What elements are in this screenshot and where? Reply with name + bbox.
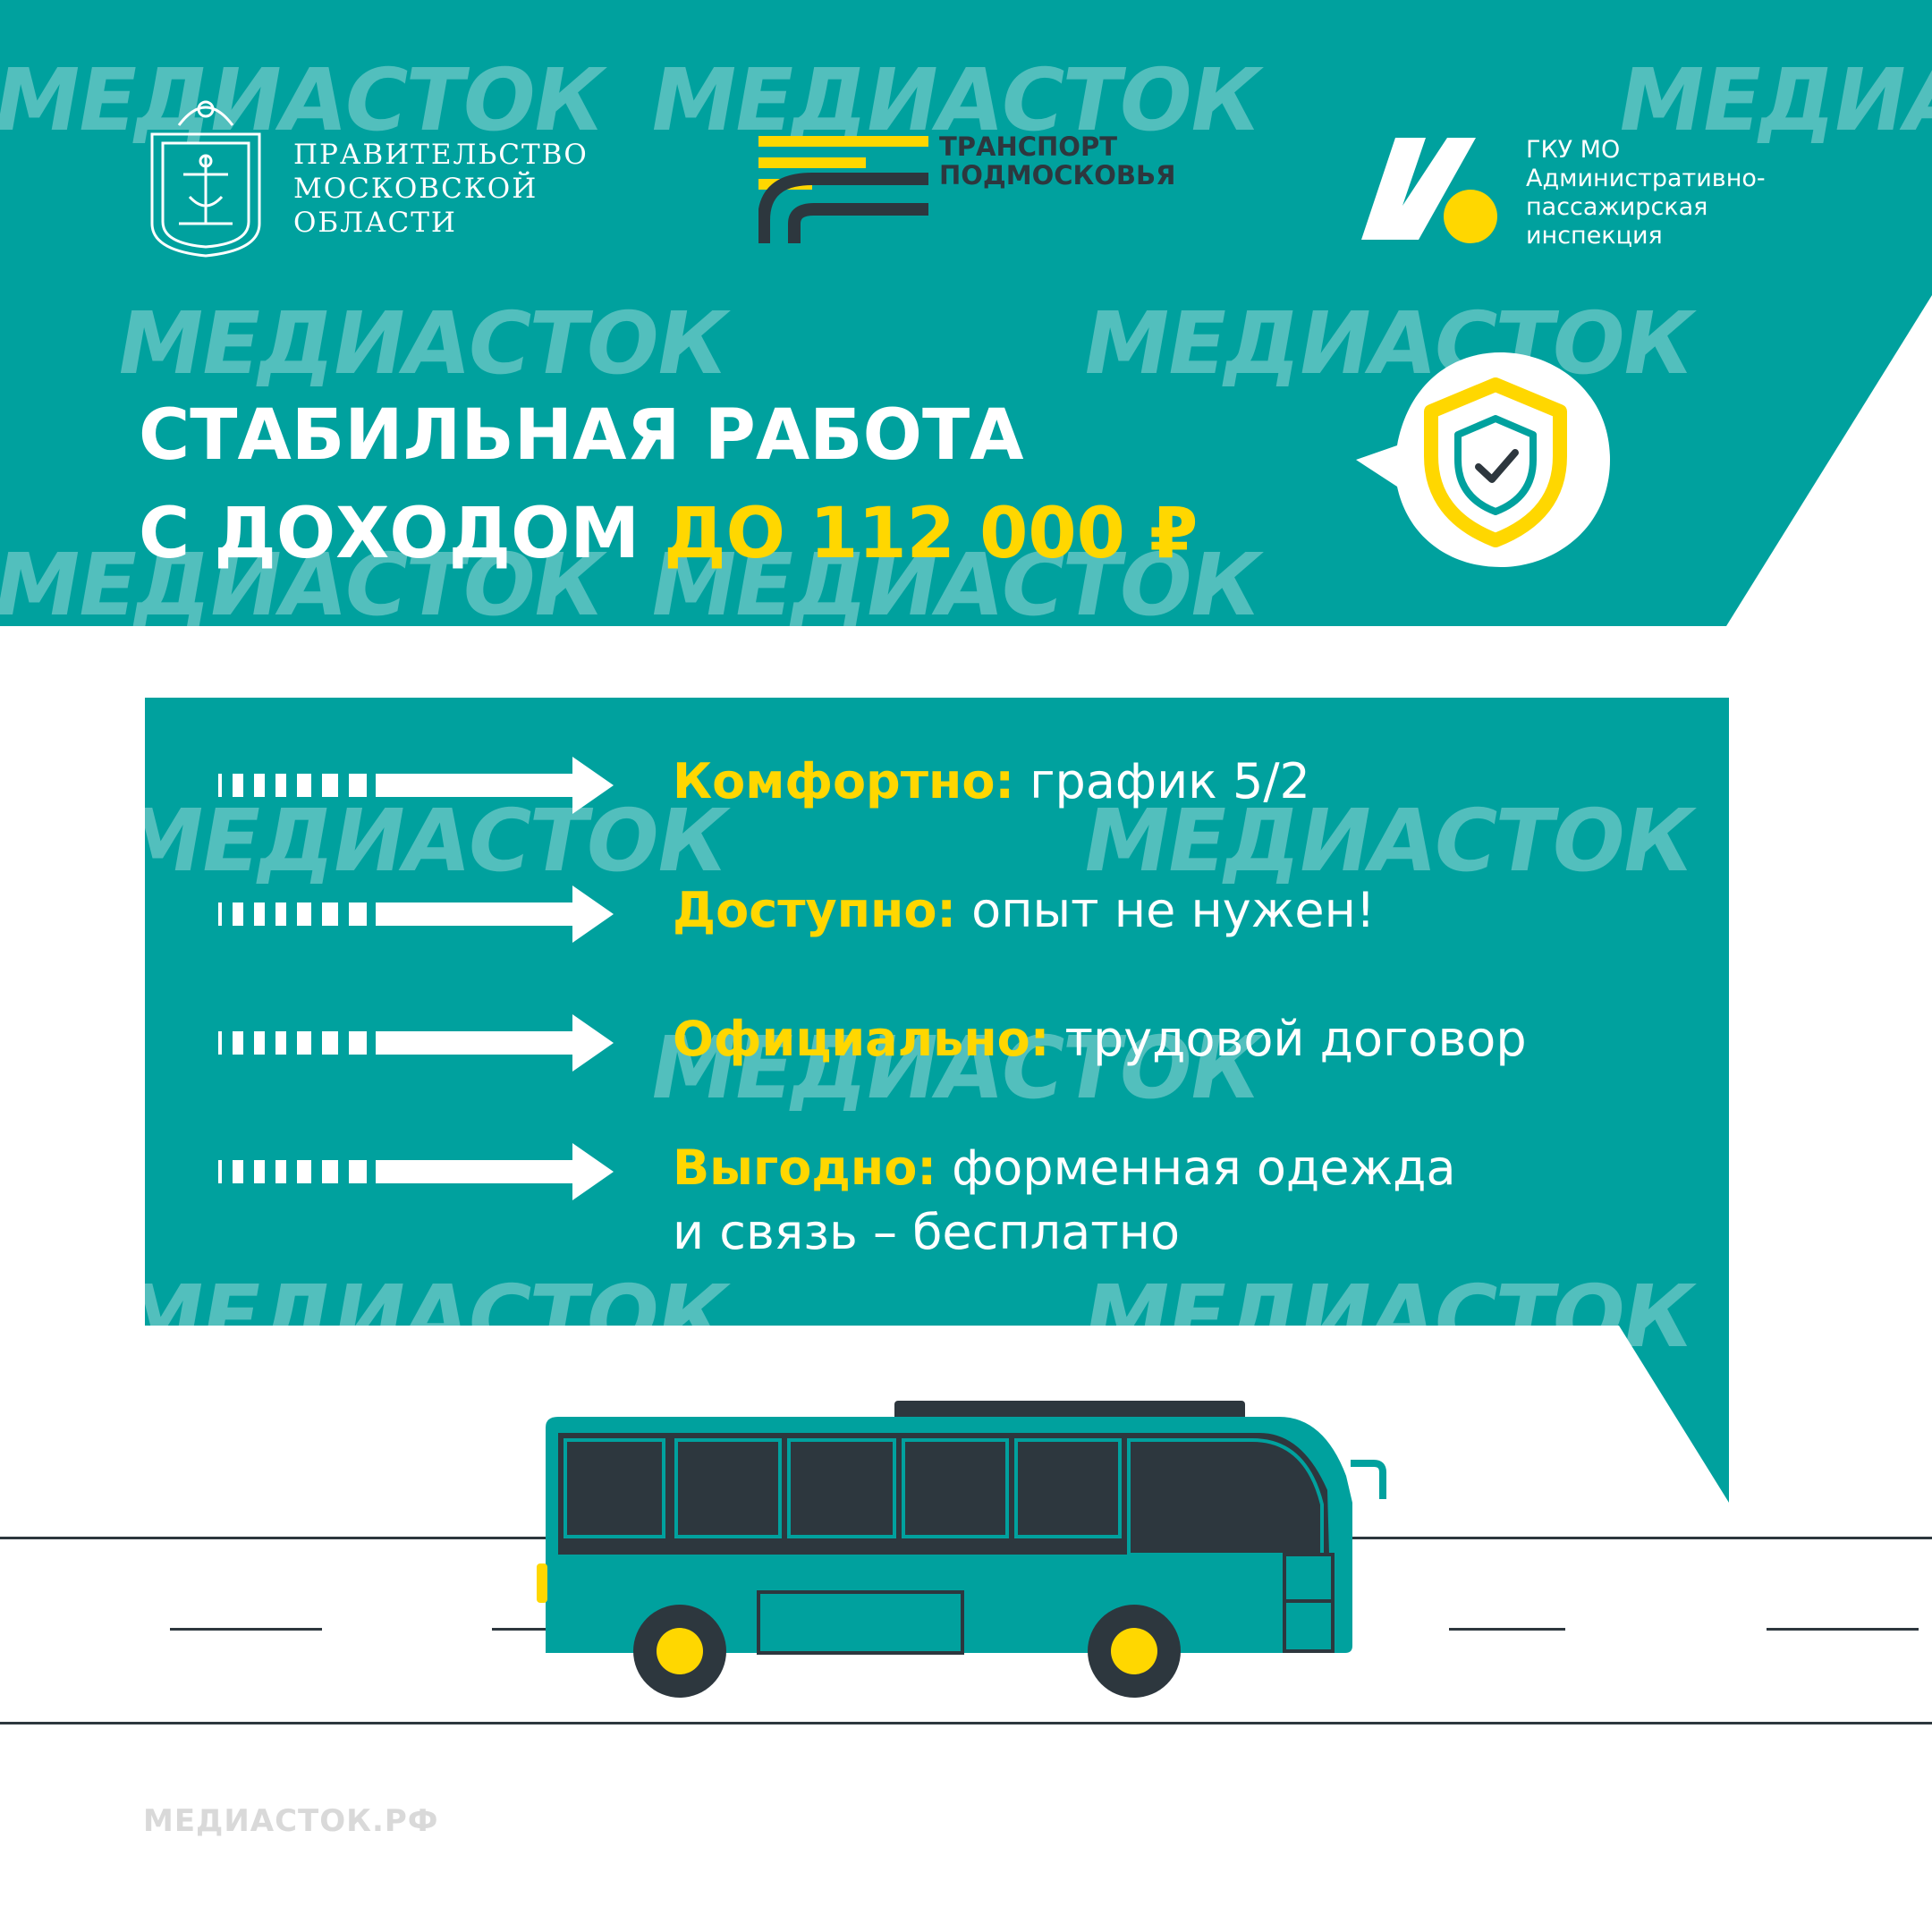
arrow-right-icon bbox=[218, 757, 614, 814]
v-dot-logo-icon bbox=[1361, 138, 1497, 243]
footer-site-name: МЕДИАСТОК.РФ bbox=[143, 1803, 439, 1839]
page-title: СТАБИЛЬНАЯ РАБОТА С ДОХОДОМ ДО 112 000 ₽ bbox=[139, 395, 1199, 574]
transport-logo-text: ТРАНСПОРТ ПОДМОСКОВЬЯ bbox=[939, 131, 1176, 191]
features-box-background bbox=[145, 698, 1729, 1503]
arrow-right-icon bbox=[218, 1143, 614, 1200]
feature-item: Комфортно: график 5/2 bbox=[673, 753, 1310, 809]
arrow-right-icon bbox=[218, 1014, 614, 1072]
transport-podmoskovya-logo-icon bbox=[758, 136, 928, 243]
feature-item: Доступно: опыт не нужен! bbox=[673, 882, 1376, 938]
salary-highlight: ДО 112 000 ₽ bbox=[664, 494, 1199, 574]
arrow-right-icon bbox=[218, 886, 614, 943]
shield-check-icon bbox=[1356, 352, 1610, 567]
feature-item: Официально: трудовой договор bbox=[673, 1011, 1527, 1067]
inspection-logo-text: ГКУ МО Административно- пассажирская инс… bbox=[1526, 136, 1766, 250]
government-logo-text: ПРАВИТЕЛЬСТВО МОСКОВСКОЙ ОБЛАСТИ bbox=[293, 139, 589, 239]
bus-icon bbox=[537, 1401, 1386, 1698]
moscow-region-coat-of-arms-icon bbox=[150, 100, 261, 258]
feature-item: Выгодно: форменная одежда и связь – бесп… bbox=[673, 1140, 1456, 1260]
